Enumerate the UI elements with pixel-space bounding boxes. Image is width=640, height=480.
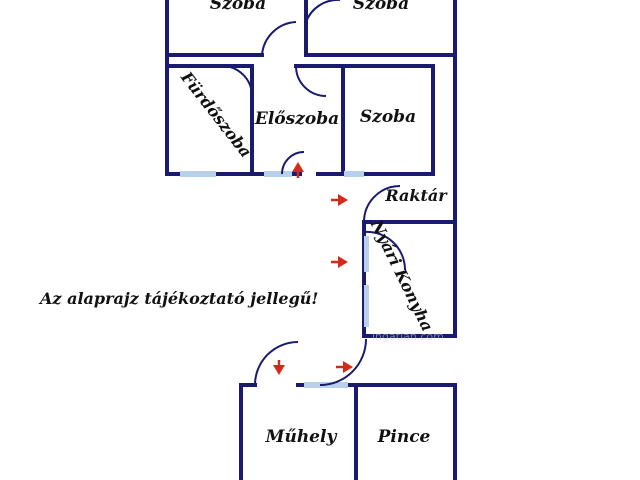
disclaimer-note: Az alaprajz tájékoztató jellegű! xyxy=(38,289,318,308)
room-label-nyari-konyha: Nyári Konyha xyxy=(366,216,437,334)
door-arc-icon xyxy=(363,185,401,223)
window-pane-icon xyxy=(180,171,216,177)
window-pane-icon xyxy=(364,285,369,327)
watermark: ingatlan.com xyxy=(372,330,444,343)
arrows xyxy=(273,162,353,375)
room-label-furdoszoba: Fürdőszoba xyxy=(176,67,255,161)
room-label-eloszoba: Előszoba xyxy=(254,109,339,129)
door-arc-icon xyxy=(319,338,367,386)
door-arc-icon xyxy=(281,151,305,175)
room-label-pince: Pince xyxy=(377,427,431,447)
door-arc-icon xyxy=(261,21,297,56)
door-arc-icon xyxy=(254,341,299,386)
room-label-szoba-top-right: Szoba xyxy=(353,0,409,14)
room-label-szoba-mid: Szoba xyxy=(360,107,416,127)
red-arrow-icon xyxy=(338,194,348,206)
red-arrow-icon xyxy=(338,256,348,268)
room-label-szoba-top-left: Szoba xyxy=(210,0,266,14)
red-arrow-icon xyxy=(343,361,353,373)
door-arc-icon xyxy=(305,0,340,23)
room-label-raktar: Raktár xyxy=(384,186,448,205)
door-arc-icon xyxy=(295,65,327,97)
door-arc-icon xyxy=(221,65,253,96)
red-arrow-icon xyxy=(292,162,304,172)
room-label-muhely: Műhely xyxy=(265,427,338,447)
window-pane-icon xyxy=(344,171,364,177)
door-arc-icon xyxy=(363,230,407,271)
walls xyxy=(165,0,457,480)
red-arrow-icon xyxy=(273,365,285,375)
window-pane-icon xyxy=(264,171,292,177)
window-pane-icon xyxy=(364,236,369,272)
doors xyxy=(221,0,407,386)
